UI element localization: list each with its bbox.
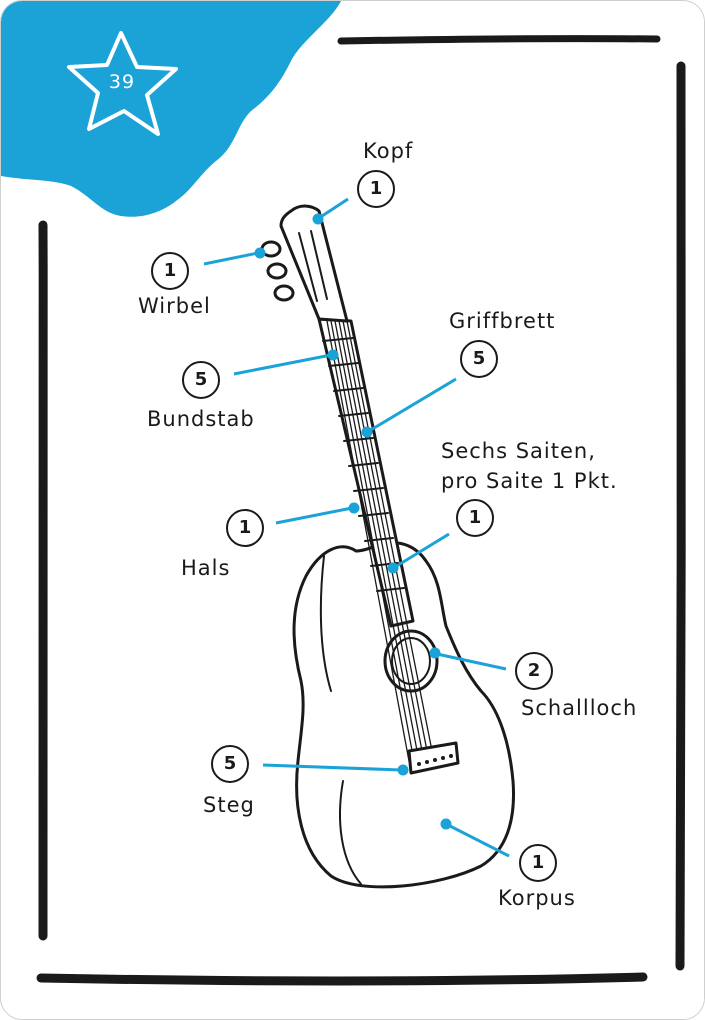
points-wirbel: 1	[151, 252, 189, 290]
star-icon	[67, 31, 178, 136]
label-korpus: Korpus	[498, 886, 576, 910]
points-bundstab: 5	[182, 361, 220, 399]
label-hals: Hals	[181, 556, 231, 580]
label-saiten-line2: pro Saite 1 Pkt.	[441, 469, 618, 493]
guitar-icon	[260, 204, 515, 889]
headstock	[279, 204, 349, 323]
strings	[326, 320, 435, 762]
points-schallloch: 2	[515, 652, 553, 690]
label-wirbel: Wirbel	[138, 294, 211, 318]
points-korpus: 1	[519, 844, 557, 882]
card-number: 39	[108, 71, 136, 93]
corner-blob	[1, 1, 341, 217]
guitar-body	[292, 541, 515, 889]
tuning-peg	[273, 284, 295, 302]
leader-lines	[203, 197, 510, 858]
bridge	[407, 741, 460, 775]
label-schallloch: Schallloch	[521, 696, 638, 720]
points-hals: 1	[226, 509, 264, 547]
corner-badge	[1, 1, 341, 217]
label-steg: Steg	[203, 793, 255, 817]
label-griffbrett: Griffbrett	[449, 309, 556, 333]
points-griffbrett: 5	[460, 340, 498, 378]
label-saiten-line1: Sechs Saiten,	[441, 439, 596, 463]
points-steg: 5	[211, 745, 249, 783]
label-kopf: Kopf	[363, 139, 414, 163]
frame	[36, 35, 686, 986]
points-kopf: 1	[357, 170, 395, 208]
points-saiten: 1	[456, 499, 494, 537]
label-bundstab: Bundstab	[147, 407, 255, 431]
tuning-peg	[266, 262, 288, 280]
